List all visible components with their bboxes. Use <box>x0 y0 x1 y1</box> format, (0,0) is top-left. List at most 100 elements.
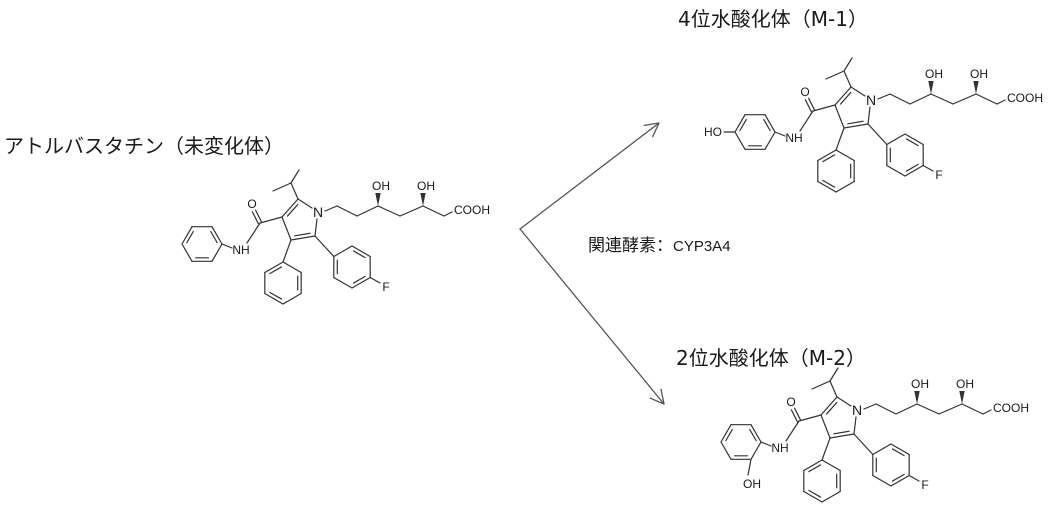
bond <box>843 70 852 88</box>
double-bond <box>833 430 850 435</box>
ring-bond <box>181 226 193 245</box>
ring-bond <box>904 133 924 146</box>
carbonyl-double-bond <box>251 211 259 225</box>
anilide-ring <box>181 226 223 262</box>
chain-bond <box>863 403 877 410</box>
wedge-bond <box>914 391 920 404</box>
ring-bond <box>264 292 284 305</box>
ring-bond <box>333 276 353 289</box>
m2-title: 2位水酸化体（M-2） <box>676 346 866 370</box>
chain-bond <box>916 403 940 415</box>
bond <box>246 222 261 244</box>
hydroxyl-label-5: OH <box>417 179 435 193</box>
fluorophenyl-ring <box>872 443 910 487</box>
ring-bond <box>821 490 841 503</box>
ring-bond <box>282 292 302 305</box>
bond <box>834 86 852 106</box>
ring-bond <box>872 443 892 456</box>
double-bond <box>847 120 864 125</box>
wedge-bond <box>973 81 979 94</box>
bond <box>811 380 831 390</box>
ring-double-bond <box>352 250 366 259</box>
wedge-bond <box>928 81 934 94</box>
bond <box>820 414 831 439</box>
enzyme-label-prefix: 関連酵素： <box>588 236 673 256</box>
bond <box>829 367 839 382</box>
bond <box>853 433 874 456</box>
carbonyl-oxygen-label: O <box>786 395 795 409</box>
bond <box>314 235 335 258</box>
wedge-bond <box>375 193 381 206</box>
bond <box>760 441 772 447</box>
ring-double-bond <box>269 266 283 275</box>
chain-bond <box>909 93 932 105</box>
ring-bond <box>720 424 732 443</box>
nitrogen-label: N <box>852 402 862 418</box>
pyrrole-ring <box>820 396 857 439</box>
chain-bond <box>930 93 954 105</box>
chain-bond <box>336 205 358 217</box>
ring-bond <box>211 226 223 245</box>
fluorine-label: F <box>935 168 942 182</box>
ring-bond <box>904 164 924 177</box>
ring-double-bond <box>891 473 905 482</box>
hydroxyl-label-3: OH <box>911 377 929 391</box>
bond <box>297 198 313 209</box>
bond <box>259 216 283 224</box>
pyrrole-ring <box>834 86 871 129</box>
chain-bond <box>399 205 424 217</box>
ring-bond <box>890 474 910 487</box>
bond <box>290 169 300 184</box>
ring-double-bond <box>749 428 757 442</box>
bond <box>867 106 871 125</box>
ring-double-bond <box>725 428 733 442</box>
fluorophenyl-ring <box>333 245 371 289</box>
ring-bond <box>750 424 762 443</box>
bond <box>799 110 814 132</box>
chain-bond <box>443 211 453 217</box>
ring-bond <box>835 180 855 193</box>
arrowhead-m1 <box>643 122 660 138</box>
ring-bond <box>872 474 892 487</box>
fluorine-label: F <box>382 280 389 294</box>
bond <box>272 182 292 192</box>
ring-bond <box>821 459 841 472</box>
ring-bond <box>211 243 223 262</box>
ring-double-bond <box>210 230 218 244</box>
bond <box>834 104 845 129</box>
phenyl-ring <box>803 459 841 503</box>
bond <box>290 235 316 241</box>
bond <box>829 433 855 439</box>
aryl-hydroxyl-label: HO <box>704 125 722 139</box>
chain-bond <box>996 99 1006 105</box>
ring-bond <box>764 131 776 150</box>
bond <box>798 414 822 422</box>
m1-title: 4位水酸化体（M-1） <box>678 7 868 31</box>
pyrrole-ring <box>281 198 318 241</box>
ring-double-bond <box>186 230 194 244</box>
bond <box>836 396 852 407</box>
ring-bond <box>890 443 910 456</box>
ring-double-bond <box>891 448 905 457</box>
fluorophenyl-ring <box>886 133 924 177</box>
carbonyl-double-bond <box>794 407 802 421</box>
bond <box>290 182 299 200</box>
ring-bond <box>817 149 837 162</box>
chain-bond <box>938 403 963 415</box>
chain-bond <box>961 403 984 415</box>
ring-double-bond <box>763 118 771 132</box>
enzyme-label: 関連酵素：CYP3A4 <box>588 236 731 256</box>
ring-double-bond <box>905 138 919 147</box>
ring-bond <box>282 261 302 274</box>
ring-bond <box>817 180 837 193</box>
c-f-bond <box>908 474 920 482</box>
bond <box>774 131 786 137</box>
isopropyl-group <box>272 169 300 200</box>
ring-bond <box>264 261 284 274</box>
carboxyl-label: COOH <box>1007 91 1043 105</box>
amide-group: ONH <box>221 197 283 257</box>
